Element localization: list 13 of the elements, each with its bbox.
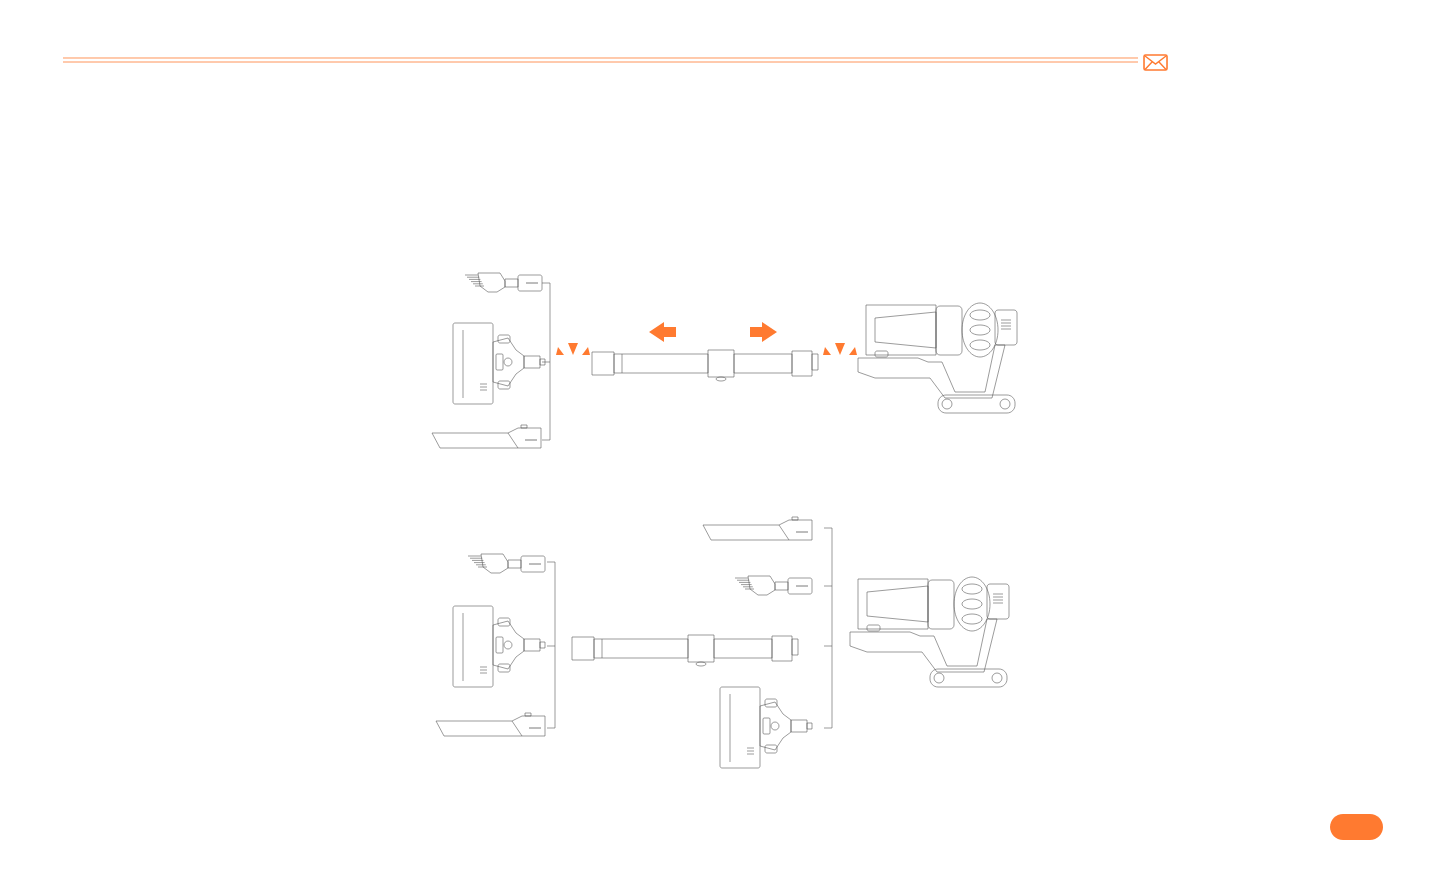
crevice-tool-drawing (435, 712, 546, 737)
extension-tube-drawing (571, 634, 799, 667)
handheld-vacuum-drawing (857, 302, 1018, 414)
handheld-vacuum-drawing (849, 576, 1010, 688)
floor-head-drawing (452, 322, 546, 405)
brush-attachment-drawing (464, 272, 543, 293)
brush-attachment-drawing (734, 575, 813, 596)
floor-head-drawing (719, 686, 813, 769)
crevice-tool-drawing (431, 424, 542, 449)
floor-head-drawing (452, 605, 546, 688)
extension-tube-drawing (591, 349, 819, 382)
crevice-tool-drawing (702, 516, 813, 541)
brush-attachment-drawing (467, 553, 546, 574)
